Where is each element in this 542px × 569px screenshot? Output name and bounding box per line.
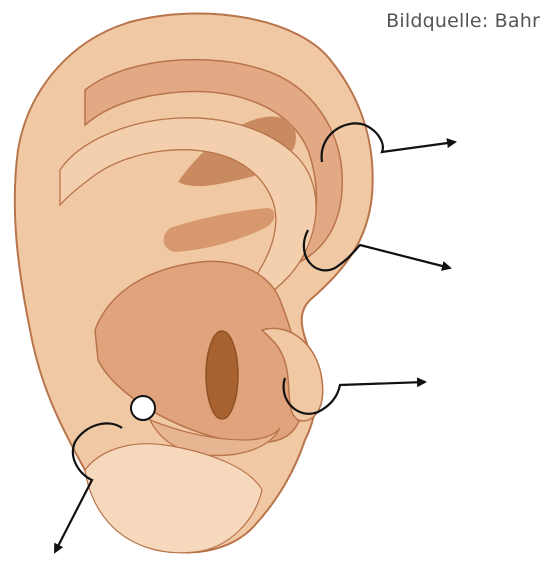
image-credit: Bildquelle: Bahr	[386, 10, 540, 32]
ear-canal	[206, 331, 238, 419]
marker-circle	[131, 396, 155, 420]
